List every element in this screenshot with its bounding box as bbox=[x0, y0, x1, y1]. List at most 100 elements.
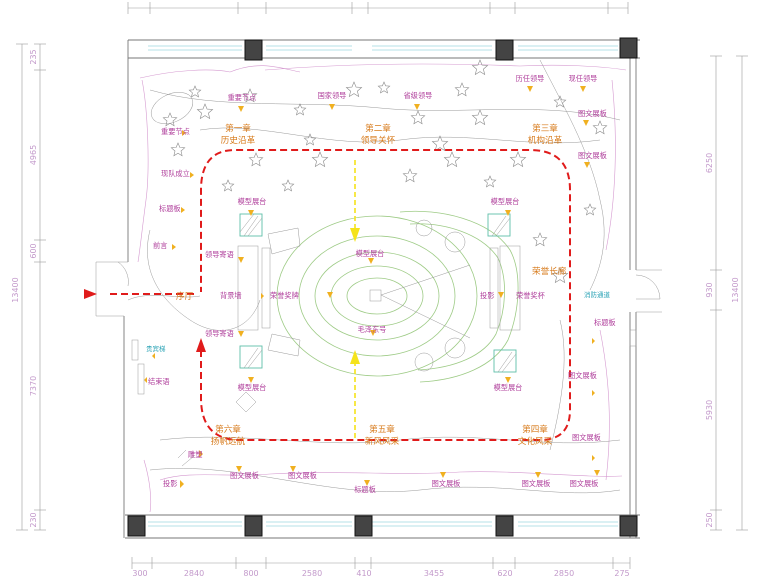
star-icon bbox=[431, 135, 449, 152]
building-walls bbox=[95, 39, 662, 539]
dimension-lines bbox=[16, 2, 748, 569]
label-closing: 结束语 bbox=[148, 377, 170, 386]
visitor-route bbox=[84, 149, 571, 441]
label-important-nodes-left: 重要节点 bbox=[161, 127, 190, 136]
star-icon bbox=[196, 103, 214, 120]
dim-bottom-8: 2850 bbox=[554, 569, 574, 578]
star-icon bbox=[221, 179, 235, 192]
label-sculpture: 雕塑 bbox=[188, 450, 202, 459]
dim-bottom-7: 620 bbox=[497, 569, 512, 578]
star-icon bbox=[483, 175, 497, 188]
star-icon bbox=[402, 168, 418, 183]
honor-corridor-label: 荣誉长廊 bbox=[532, 265, 567, 277]
label-title-board-left: 标题板 bbox=[159, 204, 181, 213]
label-model-stand-tl: 模型展台 bbox=[238, 197, 267, 206]
label-important-nodes-top: 重要节点 bbox=[228, 93, 257, 102]
chapter-3-subtitle: 机构沿革 bbox=[528, 134, 563, 146]
star-icon bbox=[471, 109, 489, 126]
chapter-6-subtitle: 扬帆远航 bbox=[211, 435, 246, 447]
label-team-building: 现队成立 bbox=[161, 169, 190, 178]
star-icon bbox=[345, 81, 363, 98]
ceiling-curves bbox=[137, 63, 627, 513]
label-text-panel-r3: 图文展板 bbox=[568, 371, 597, 380]
foyer-label: 序厅 bbox=[176, 290, 194, 302]
label-text-panel-b2: 图文展板 bbox=[288, 471, 317, 480]
label-text-panel-r4: 图文展板 bbox=[572, 433, 601, 442]
star-icon bbox=[377, 81, 391, 94]
chapter-labels: 第一章 历史沿革 第二章 领导关怀 第三章 机构沿革 第四章 文化风采 第五章 … bbox=[176, 122, 567, 447]
star-decorations bbox=[162, 59, 608, 284]
chapter-5-title: 第五章 bbox=[369, 423, 395, 435]
column bbox=[244, 39, 263, 61]
chapter-1-title: 第一章 bbox=[225, 122, 251, 134]
label-model-stand-br: 模型展台 bbox=[494, 383, 523, 392]
star-icon bbox=[188, 85, 202, 98]
star-icon bbox=[281, 179, 295, 192]
left-dimension-texts: 235 4965 600 7370 230 13400 bbox=[11, 49, 38, 527]
column bbox=[495, 39, 514, 61]
contour-lines bbox=[127, 59, 621, 494]
star-icon bbox=[443, 151, 461, 168]
label-leader-message-top: 领导寄语 bbox=[205, 250, 234, 259]
column bbox=[354, 515, 373, 537]
label-text-panel-b4: 图文展板 bbox=[522, 479, 551, 488]
column bbox=[244, 515, 263, 537]
star-icon bbox=[592, 120, 608, 135]
dim-right-4: 250 bbox=[705, 512, 714, 527]
label-text-panel-b1: 图文展板 bbox=[230, 471, 259, 480]
yellow-arrows bbox=[350, 160, 360, 438]
chapter-4-subtitle: 文化风采 bbox=[518, 435, 553, 447]
dim-bottom-4: 2580 bbox=[302, 569, 322, 578]
star-icon bbox=[471, 59, 489, 76]
star-icon bbox=[170, 142, 186, 157]
label-projection-bottom: 投影 bbox=[163, 479, 177, 488]
dim-bottom-3: 800 bbox=[243, 569, 258, 578]
dim-left-3: 600 bbox=[29, 243, 38, 258]
dim-bottom-6: 3455 bbox=[424, 569, 444, 578]
label-vip-entrance: 贵宾梯 bbox=[146, 344, 166, 353]
star-icon bbox=[454, 82, 470, 97]
right-dimension-texts: 6250 930 5930 250 13400 bbox=[705, 153, 740, 528]
star-icon bbox=[509, 151, 527, 168]
star-icon bbox=[162, 112, 178, 127]
dim-bottom-9: 275 bbox=[614, 569, 629, 578]
label-mao-zedong: 毛泽东号 bbox=[358, 325, 387, 334]
label-text-panel-b3: 图文展板 bbox=[432, 479, 461, 488]
label-background-wall: 背景墙 bbox=[220, 291, 242, 300]
dim-right-1: 6250 bbox=[705, 153, 714, 173]
label-title-board-bottom: 标题板 bbox=[354, 485, 376, 494]
label-title-board-right: 标题板 bbox=[594, 318, 616, 327]
dim-right-2: 930 bbox=[705, 282, 714, 297]
dim-right-3: 5930 bbox=[705, 400, 714, 420]
star-icon bbox=[248, 152, 264, 167]
chapter-4-title: 第四章 bbox=[522, 423, 548, 435]
label-foreword: 前言 bbox=[153, 241, 167, 250]
chapter-6-title: 第六章 bbox=[215, 423, 241, 435]
dim-left-4: 7370 bbox=[29, 376, 38, 396]
column bbox=[127, 515, 146, 537]
label-arrows bbox=[144, 86, 600, 488]
star-icon bbox=[551, 267, 569, 284]
dim-left-2: 4965 bbox=[29, 145, 38, 165]
label-text-panel-b5: 图文展板 bbox=[570, 479, 599, 488]
bottom-dimension-texts: 300 2840 800 2580 410 3455 620 2850 275 bbox=[132, 569, 629, 578]
label-model-stand-tr: 模型展台 bbox=[491, 197, 520, 206]
star-icon bbox=[242, 88, 258, 103]
label-province-leaders: 省级领导 bbox=[404, 91, 433, 100]
structural-columns bbox=[127, 37, 638, 537]
dim-bottom-5: 410 bbox=[356, 569, 371, 578]
label-past-leaders: 历任领导 bbox=[516, 74, 545, 83]
label-model-stand-center: 模型展台 bbox=[356, 249, 385, 258]
label-honor-plaque-left: 荣誉奖牌 bbox=[270, 291, 299, 300]
dim-bottom-1: 300 bbox=[132, 569, 147, 578]
label-emergency-exit: 消防通道 bbox=[584, 290, 611, 299]
label-current-leaders: 现任领导 bbox=[569, 74, 598, 83]
star-icon bbox=[293, 103, 307, 116]
label-text-panel-r2: 图文展板 bbox=[578, 151, 607, 160]
chapter-2-title: 第二章 bbox=[365, 122, 391, 134]
dim-right-total: 13400 bbox=[731, 277, 740, 302]
label-text-panel-r1: 图文展板 bbox=[578, 109, 607, 118]
chapter-1-subtitle: 历史沿革 bbox=[221, 134, 256, 146]
star-icon bbox=[311, 151, 329, 168]
label-projection-center: 投影 bbox=[480, 291, 494, 300]
